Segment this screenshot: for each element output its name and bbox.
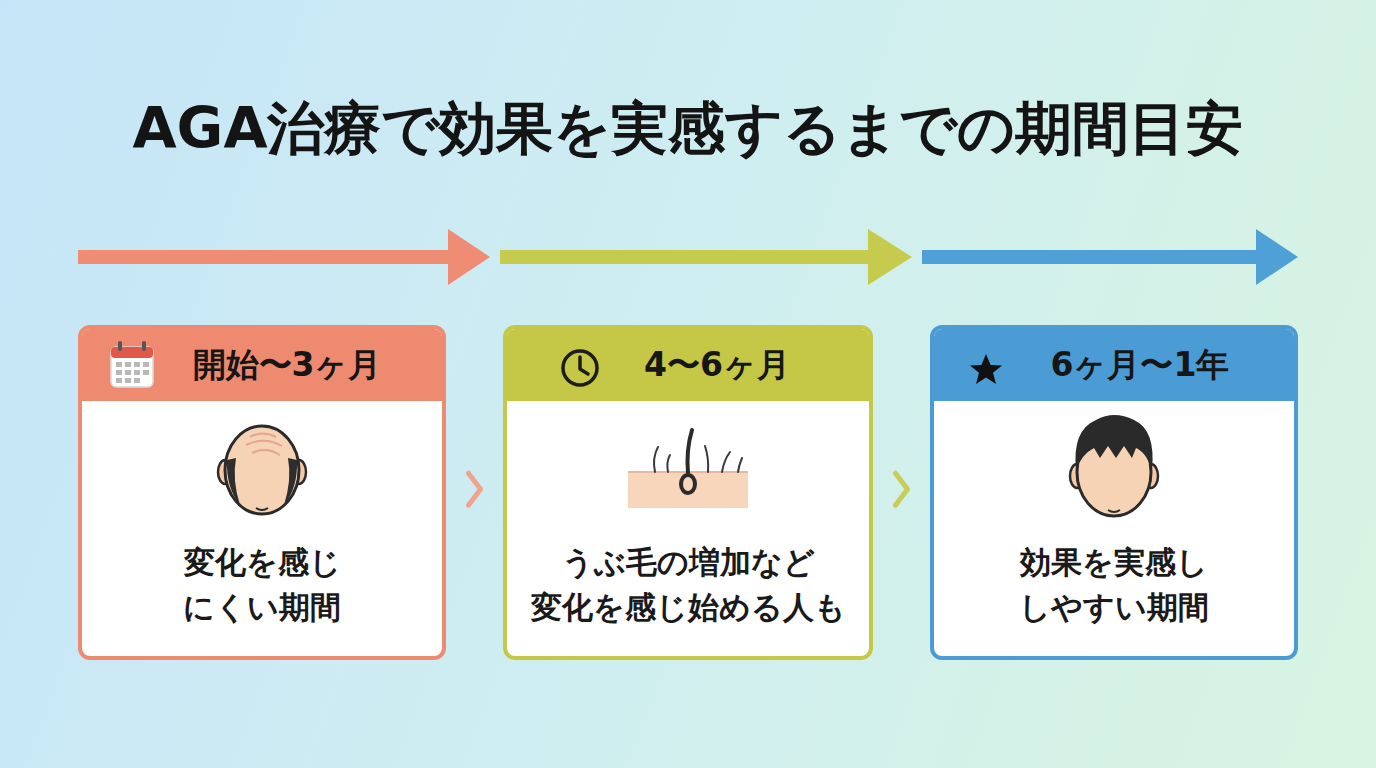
period-header: 4〜6ヶ月 xyxy=(507,329,869,401)
timeline-arrow-part xyxy=(868,229,912,285)
period-header: 開始〜3ヶ月 xyxy=(82,329,442,401)
timeline-arrow xyxy=(922,229,1298,285)
timeline-arrow-part xyxy=(922,250,1260,264)
chevron-connector xyxy=(873,489,930,490)
timeline-arrow-part xyxy=(1256,229,1298,285)
timeline-arrow-part xyxy=(500,250,872,264)
period-heading: 6ヶ月〜1年 xyxy=(1051,343,1230,388)
period-box: 4〜6ヶ月うぶ毛の増加など 変化を感じ始める人も xyxy=(503,325,873,660)
period-box: 開始〜3ヶ月変化を感じ にくい期間 xyxy=(78,325,446,660)
period-heading: 開始〜3ヶ月 xyxy=(193,343,382,388)
edge-group xyxy=(873,489,930,490)
diagram-title: AGA治療で効果を実感するまでの期間目安 xyxy=(0,88,1376,168)
period-heading: 4〜6ヶ月 xyxy=(644,343,790,388)
timeline-arrow xyxy=(500,229,912,285)
period-header: 6ヶ月〜1年 xyxy=(934,329,1294,401)
timeline-arrow xyxy=(78,229,490,285)
chevron-connector xyxy=(446,489,503,490)
period-body: 変化を感じ にくい期間 xyxy=(82,401,442,656)
period-body: うぶ毛の増加など 変化を感じ始める人も xyxy=(507,401,869,656)
period-description: 効果を実感し しやすい期間 xyxy=(979,540,1249,630)
timeline-arrow-part xyxy=(78,250,452,264)
period-body: 効果を実感し しやすい期間 xyxy=(934,401,1294,656)
edge-group xyxy=(446,489,503,490)
period-description: 変化を感じ にくい期間 xyxy=(127,540,397,630)
period-description: うぶ毛の増加など 変化を感じ始める人も xyxy=(513,540,863,630)
period-box: 6ヶ月〜1年効果を実感し しやすい期間 xyxy=(930,325,1298,660)
timeline-arrow-part xyxy=(448,229,490,285)
